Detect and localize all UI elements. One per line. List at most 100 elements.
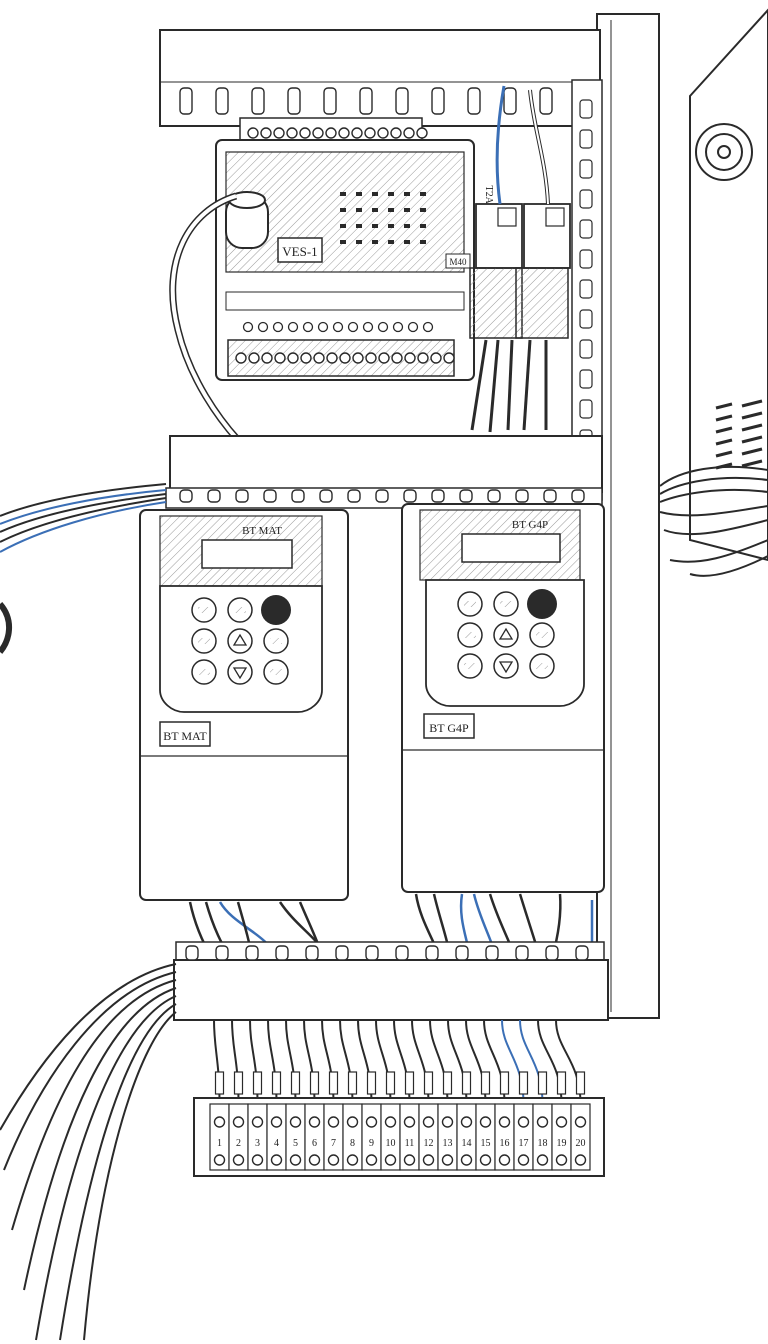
terminal-screw [289,1154,302,1166]
plc-io-indicators [242,321,434,333]
duct-slot [579,189,593,209]
terminal-screw [536,1154,549,1166]
terminal-screw [574,1154,587,1166]
wire-ferrule [442,1071,453,1095]
terminal-screw [517,1116,530,1128]
terminal-screw [274,352,286,364]
duct-slot [275,945,289,961]
duct-slots [185,945,589,961]
wire-ferrule [271,1071,282,1095]
wire-ferrule [385,1071,396,1095]
plc-controller: VES-1 T2A4 K0003 M40 [169,117,494,443]
terminal-screw [384,1116,397,1128]
duct-slot [207,489,221,503]
io-indicator [272,321,284,333]
terminal-number: 5 [293,1138,298,1149]
drive-2-display-header: BT G4P [512,519,548,531]
wire-ferrule [556,1071,567,1095]
key-legend [270,669,282,675]
drive-2-nameplate: BT G4P [429,721,469,735]
terminal-screw [251,1116,264,1128]
wire-ferrule [309,1071,320,1095]
duct-slot [579,219,593,239]
duct-slot [215,87,229,115]
arrow-down-icon [232,667,248,680]
duct-slot [179,87,193,115]
duct-slot [251,87,265,115]
terminal-screw [460,1116,473,1128]
terminal-number: 6 [312,1138,317,1149]
status-led [372,208,378,212]
plc-side-code: M40 [449,257,467,267]
terminal-screw [417,352,429,364]
vent-slot [741,447,763,456]
vent-slot [741,459,763,468]
terminal-screw [403,1116,416,1128]
duct-slot [539,87,553,115]
terminal-screw [232,1154,245,1166]
wire-ferrule [328,1071,339,1095]
terminal-number: 7 [331,1138,336,1149]
status-led [340,240,346,244]
key-legend [500,601,512,607]
duct-slot [579,279,593,299]
wire-ferrule [347,1071,358,1095]
arrow-up-icon [498,627,514,640]
duct-slot [305,945,319,961]
terminal-screw [460,1154,473,1166]
duct-slot [347,489,361,503]
duct-slot [543,489,557,503]
terminal-screw [365,352,377,364]
terminal-screw [247,127,259,139]
vfd-drive-2: BT G4P BT G4P [401,503,605,893]
duct-slots [179,87,589,115]
terminal-number: 11 [405,1138,415,1149]
duct-slot [431,489,445,503]
terminal-screw [403,1154,416,1166]
terminal-screw [404,352,416,364]
plc-bottom-terminals [235,352,455,364]
terminal-screw [351,127,363,139]
terminal-number: 17 [519,1138,529,1149]
terminal-number: 15 [481,1138,491,1149]
duct-slot [215,945,229,961]
duct-slot [323,87,337,115]
io-indicator [407,321,419,333]
keypad-button [493,622,519,648]
terminal-screw [213,1116,226,1128]
drive-1-keypad [191,595,291,685]
io-indicator [347,321,359,333]
terminal-screw [326,352,338,364]
side-enclosure [689,8,768,562]
keypad-button [493,653,519,679]
vent-slot [715,414,733,422]
duct-slot [579,159,593,179]
status-led [372,192,378,196]
terminal-number: 8 [350,1138,355,1149]
vent-slot [741,411,763,420]
duct-slot [545,945,559,961]
terminal-screw [555,1116,568,1128]
status-led [388,208,394,212]
terminal-screw [339,352,351,364]
wire-ferrule [480,1071,491,1095]
terminal-screw [391,352,403,364]
status-led [356,192,362,196]
duct-slot [503,87,517,115]
terminal-screw [377,127,389,139]
drive-1-display-header: BT MAT [242,525,282,537]
bottom-wire-duct [173,941,609,1021]
status-led [420,240,426,244]
relay-wires [470,85,550,433]
relay-2 [515,203,571,339]
vent-slot [741,435,763,444]
plc-round-connector [225,191,269,249]
io-indicator [242,321,254,333]
vent-slot [741,423,763,432]
status-led [356,224,362,228]
vent-slot [741,399,763,408]
terminal-screw [273,127,285,139]
status-led [420,208,426,212]
wire-ferrule [575,1071,586,1095]
